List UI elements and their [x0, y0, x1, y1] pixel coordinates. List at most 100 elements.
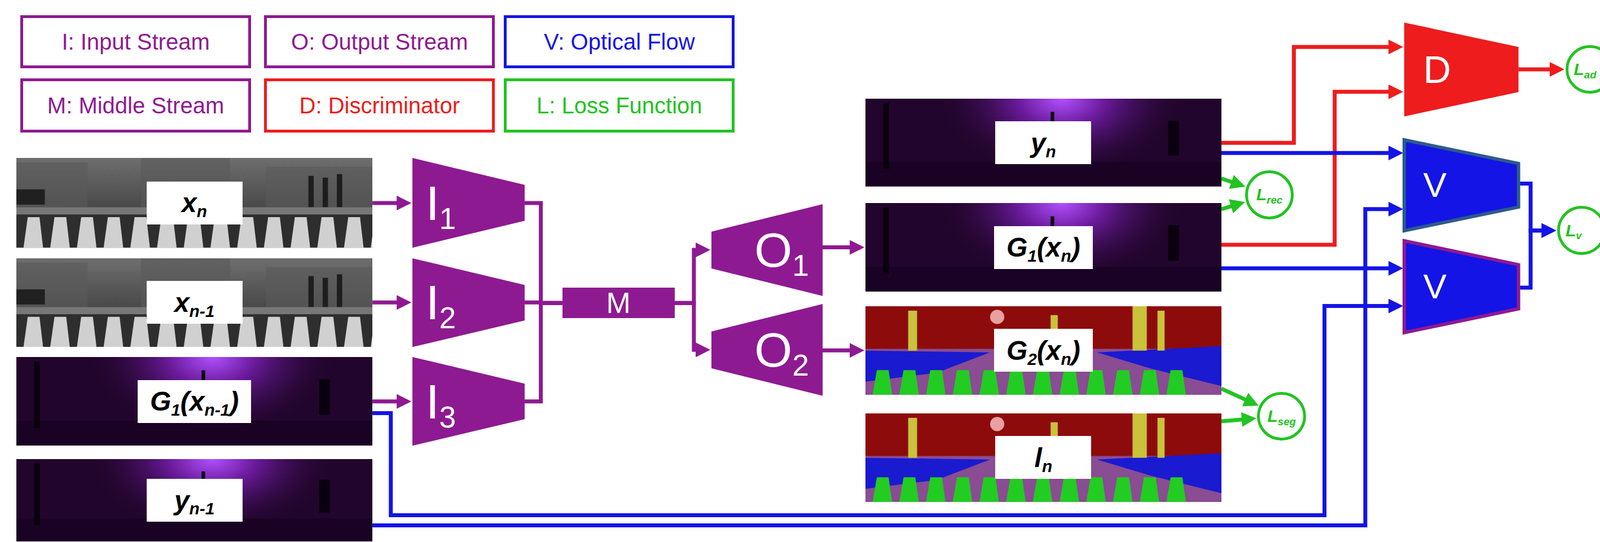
connector [674, 302, 705, 350]
thermal-image: yn [865, 98, 1222, 187]
text-run: n-1 [204, 400, 231, 420]
text-run: seg [1277, 415, 1296, 428]
connector [822, 245, 859, 250]
connector [1221, 419, 1251, 422]
label-box: G1(xn-1) [137, 380, 252, 424]
label-box: xn-1 [146, 280, 243, 324]
label-box: yn-1 [146, 478, 243, 522]
node-label: yn-1 [174, 485, 215, 517]
discriminator-block-shape [1404, 22, 1519, 117]
connector [1221, 266, 1398, 271]
text-run: O [754, 322, 793, 377]
text-run: y [174, 485, 190, 516]
input-encoder: I1 [412, 157, 525, 248]
output-decoder: O2 [711, 304, 823, 397]
text-run: 1 [1027, 246, 1037, 266]
text-run: (x [1036, 335, 1062, 366]
flow-block-shape [1404, 240, 1519, 333]
thermal-image: yn-1 [16, 459, 373, 542]
text-run: n [1042, 456, 1053, 476]
legend-text: L: Loss Function [536, 93, 703, 119]
node-label: ln [1034, 442, 1053, 474]
connector [372, 399, 406, 404]
connector [1221, 151, 1398, 156]
text-run: G [1006, 232, 1028, 263]
connector [1221, 91, 1398, 245]
discriminator-block: D [1404, 22, 1519, 117]
legend-text: D: Discriminator [299, 93, 460, 119]
input-encoder: I3 [412, 357, 525, 446]
legend-text: O: Output Stream [291, 29, 468, 55]
node-label: Lseg [1267, 407, 1296, 425]
node-label: yn [1030, 127, 1057, 159]
middle-block: M [562, 287, 675, 319]
legend-box: V: Optical Flow [503, 15, 735, 69]
loss-circle: Lv [1557, 205, 1600, 256]
connector [372, 300, 406, 305]
text-run: n-1 [189, 301, 215, 321]
loss-circle: Lseg [1256, 392, 1307, 442]
text-run: ) [229, 386, 239, 417]
label-box: yn [995, 121, 1092, 165]
connector [1221, 388, 1254, 404]
text-run: ) [1071, 232, 1081, 263]
legend-text: M: Middle Stream [47, 93, 224, 119]
text-run: D [1423, 47, 1452, 91]
node-label: I2 [425, 278, 457, 327]
text-run: (x [180, 386, 205, 417]
connector [822, 348, 859, 353]
node-label: xn-1 [174, 287, 215, 319]
text-run: M [605, 286, 631, 320]
text-run: n [1061, 349, 1072, 369]
legend-box: D: Discriminator [264, 78, 495, 133]
text-run: (x [1036, 232, 1062, 263]
text-run: 1 [170, 400, 181, 420]
text-run: 3 [439, 400, 457, 434]
text-run: L [1256, 185, 1267, 204]
loss-circle: Lrec [1245, 170, 1295, 220]
connector [524, 302, 563, 402]
text-run: x [181, 187, 197, 218]
text-run: n [1045, 142, 1057, 161]
connector [372, 306, 1398, 516]
text-run: ) [1071, 335, 1081, 366]
connector [524, 203, 563, 303]
text-run: L [1565, 221, 1576, 240]
node-label: I3 [425, 377, 457, 426]
connector [1221, 178, 1241, 185]
connector [1221, 46, 1398, 143]
label-box: xn [146, 181, 243, 225]
legend-text: V: Optical Flow [543, 29, 695, 55]
legend-box: L: Loss Function [503, 78, 735, 133]
text-run: 2 [439, 301, 457, 335]
camera-image: xn [16, 157, 373, 248]
label-box: ln [995, 436, 1092, 479]
flow-block: V [1404, 139, 1519, 231]
text-run: I [425, 176, 440, 231]
loss-circle: Lad [1565, 45, 1600, 95]
text-run: n [1061, 246, 1072, 266]
text-run: L [1267, 406, 1278, 426]
node-label: G2(xn) [1006, 335, 1081, 367]
thermal-image: G1(xn) [865, 203, 1222, 292]
text-run: n-1 [189, 499, 215, 518]
text-run: 2 [792, 348, 810, 382]
text-run: L [1574, 59, 1585, 79]
legend-box: I: Input Stream [20, 15, 252, 69]
connector [1518, 67, 1559, 72]
text-run: I [425, 374, 440, 429]
text-run: G [1006, 335, 1028, 366]
text-run: ad [1584, 68, 1597, 81]
input-encoder: I2 [412, 258, 525, 347]
connector [1518, 230, 1551, 288]
text-run: O [754, 222, 793, 278]
segmentation-map: ln [865, 413, 1222, 503]
output-decoder: O1 [711, 204, 823, 297]
text-run: I [425, 275, 440, 330]
node-label: V [1423, 269, 1447, 305]
flow-block: V [1404, 240, 1519, 333]
node-label: Lrec [1256, 186, 1283, 204]
node-label: xn [181, 187, 208, 219]
legend-box: M: Middle Stream [20, 78, 252, 133]
